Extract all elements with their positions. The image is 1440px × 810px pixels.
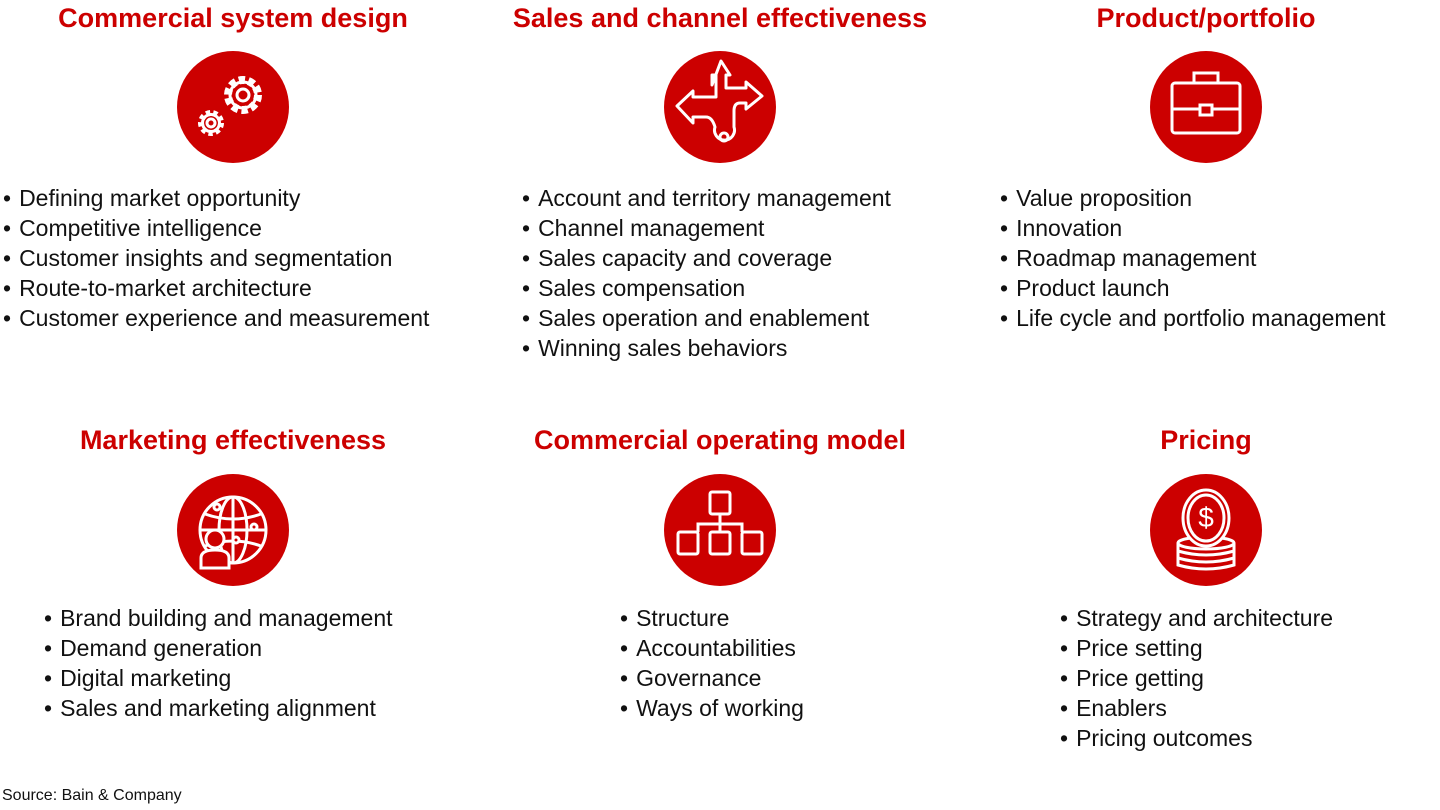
- list-item: Sales capacity and coverage: [522, 243, 891, 273]
- list-commercial-operating-model: Structure Accountabilities Governance Wa…: [620, 603, 804, 723]
- section-title-commercial-system-design: Commercial system design: [58, 3, 408, 33]
- list-item: Ways of working: [620, 693, 804, 723]
- list-item: Demand generation: [44, 633, 393, 663]
- list-item: Digital marketing: [44, 663, 393, 693]
- section-title-sales-channel: Sales and channel effectiveness: [512, 3, 928, 33]
- list-item: Customer insights and segmentation: [3, 243, 429, 273]
- list-item: Sales and marketing alignment: [44, 693, 393, 723]
- section-title-marketing-effectiveness: Marketing effectiveness: [79, 425, 387, 455]
- org-chart-icon: [664, 474, 776, 586]
- list-commercial-system-design: Defining market opportunity Competitive …: [3, 183, 429, 333]
- list-item: Route-to-market architecture: [3, 273, 429, 303]
- list-item: Value proposition: [1000, 183, 1386, 213]
- section-title-commercial-operating-model: Commercial operating model: [533, 425, 907, 455]
- list-item: Winning sales behaviors: [522, 333, 891, 363]
- diverging-arrows-icon: [664, 51, 776, 163]
- list-item: Roadmap management: [1000, 243, 1386, 273]
- list-item: Price getting: [1060, 663, 1333, 693]
- list-item: Innovation: [1000, 213, 1386, 243]
- list-item: Customer experience and measurement: [3, 303, 429, 333]
- list-item: Life cycle and portfolio management: [1000, 303, 1386, 333]
- list-item: Sales operation and enablement: [522, 303, 891, 333]
- list-marketing-effectiveness: Brand building and management Demand gen…: [44, 603, 393, 723]
- list-item: Brand building and management: [44, 603, 392, 633]
- list-item: Price setting: [1060, 633, 1333, 663]
- section-title-product-portfolio: Product/portfolio: [1096, 3, 1316, 33]
- list-item: Accountabilities: [620, 633, 804, 663]
- list-item: Defining market opportunity: [3, 183, 429, 213]
- list-item: Governance: [620, 663, 804, 693]
- svg-text:$: $: [1198, 502, 1214, 533]
- list-item: Channel management: [522, 213, 891, 243]
- list-item: Pricing outcomes: [1060, 723, 1333, 753]
- section-title-pricing: Pricing: [1160, 425, 1252, 455]
- list-item: Competitive intelligence: [3, 213, 429, 243]
- list-item: Account and territory management: [522, 183, 891, 213]
- globe-person-icon: [177, 474, 289, 586]
- list-product-portfolio: Value proposition Innovation Roadmap man…: [1000, 183, 1386, 333]
- list-item: Structure: [620, 603, 804, 633]
- list-sales-channel: Account and territory management Channel…: [522, 183, 891, 363]
- dollar-coins-icon: $: [1150, 474, 1262, 586]
- briefcase-icon: [1150, 51, 1262, 163]
- list-pricing: Strategy and architecture Price setting …: [1060, 603, 1333, 753]
- source-note: Source: Bain & Company: [2, 787, 182, 804]
- list-item: Sales compensation: [522, 273, 891, 303]
- list-item: Strategy and architecture: [1060, 603, 1333, 633]
- gears-icon: [177, 51, 289, 163]
- list-item: Product launch: [1000, 273, 1386, 303]
- list-item: Enablers: [1060, 693, 1333, 723]
